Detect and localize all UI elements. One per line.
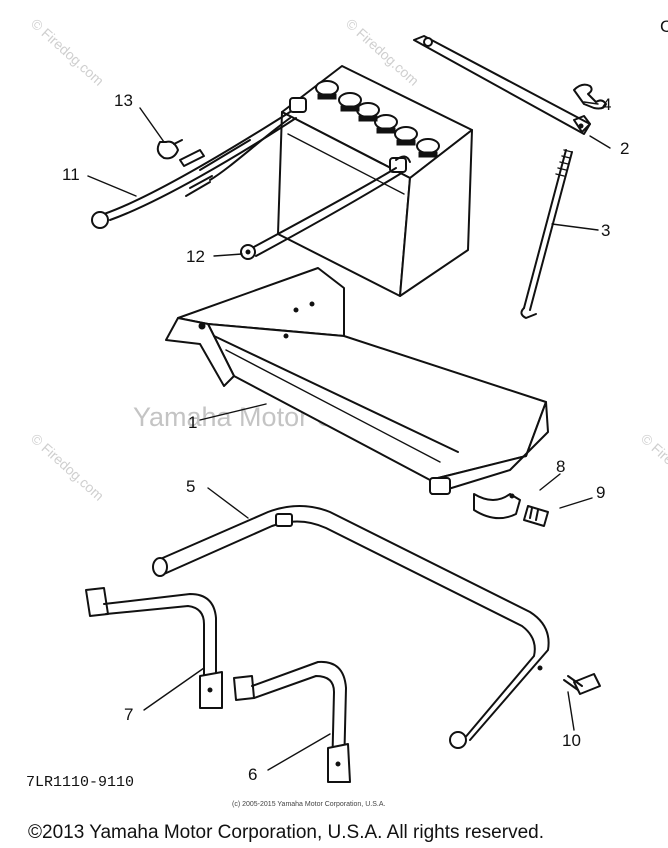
callout-13: 13 (114, 91, 133, 110)
battery-positive-lead (240, 155, 411, 260)
callout-8: 8 (556, 457, 565, 476)
callout-2: 2 (620, 139, 629, 158)
battery-vent-caps (315, 80, 440, 158)
callout-10: 10 (562, 731, 581, 750)
u-frame-bracket (152, 505, 550, 749)
callout-3: 3 (601, 221, 610, 240)
leader-lines (87, 101, 611, 771)
small-copyright: (c) 2005-2015 Yamaha Motor Corporation, … (232, 801, 385, 808)
battery-hold-rod (520, 149, 573, 319)
wing-nut (573, 83, 607, 110)
callout-6: 6 (248, 765, 257, 784)
battery-band (413, 35, 591, 135)
corner-mark: C (660, 17, 668, 36)
callout-1: 1 (188, 413, 197, 432)
bolt-lower (563, 673, 601, 695)
battery-negative-lead (91, 111, 297, 229)
footer-copyright: ©2013 Yamaha Motor Corporation, U.S.A. A… (28, 822, 544, 843)
callout-9: 9 (596, 483, 605, 502)
callout-12: 12 (186, 247, 205, 266)
callout-7: 7 (124, 705, 133, 724)
callout-4: 4 (602, 95, 611, 114)
stay-bracket-right (233, 660, 351, 783)
cable-clamp (156, 139, 183, 160)
bracket-clip (473, 493, 521, 520)
watermark-firedog-3: © Firedog.com (28, 430, 107, 503)
stay-bracket-left (85, 587, 223, 709)
bolt (523, 505, 549, 527)
callout-11: 11 (62, 165, 80, 184)
watermark-firedog-4: © Firedog.com (638, 430, 668, 503)
battery-tray (165, 267, 549, 495)
battery (277, 65, 473, 297)
diagram-code: 7LR1110-9110 (26, 774, 134, 791)
callout-5: 5 (186, 477, 195, 496)
watermark-firedog-1: © Firedog.com (28, 15, 107, 88)
